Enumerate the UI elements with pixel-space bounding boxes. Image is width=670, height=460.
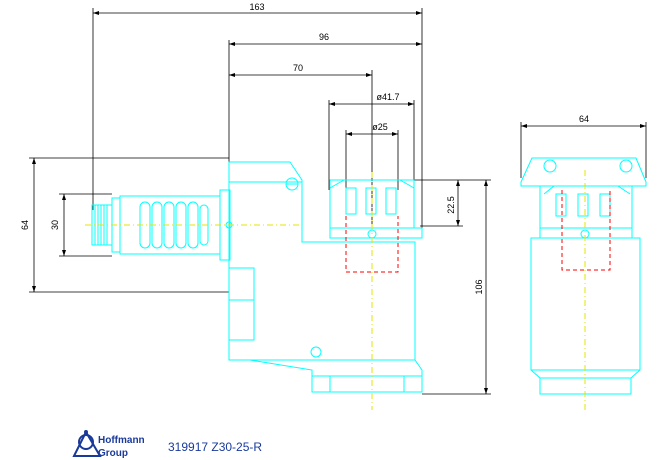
part-number: 319917 Z30-25-R — [168, 440, 263, 454]
dim-163: 163 — [249, 2, 264, 12]
dim-dia-41-7: ø41.7 — [376, 92, 399, 102]
dim-64-left: 64 — [20, 220, 30, 230]
dim-96: 96 — [319, 32, 329, 42]
dimension-lines — [29, 8, 647, 395]
dim-30: 30 — [50, 220, 60, 230]
dim-70: 70 — [293, 63, 303, 73]
dim-64-right: 64 — [579, 114, 589, 124]
end-view — [520, 157, 647, 410]
dim-22-5: 22.5 — [446, 196, 456, 214]
logo-line1: Hoffmann — [98, 435, 145, 446]
side-view — [85, 161, 423, 410]
hoffmann-logo: Hoffmann Group — [72, 429, 145, 459]
logo-line2: Group — [98, 448, 128, 459]
dim-106: 106 — [474, 279, 484, 294]
dim-dia-25: ø25 — [372, 122, 388, 132]
dimension-labels: 163 96 70 ø41.7 ø25 64 64 30 22.5 106 — [20, 2, 589, 295]
